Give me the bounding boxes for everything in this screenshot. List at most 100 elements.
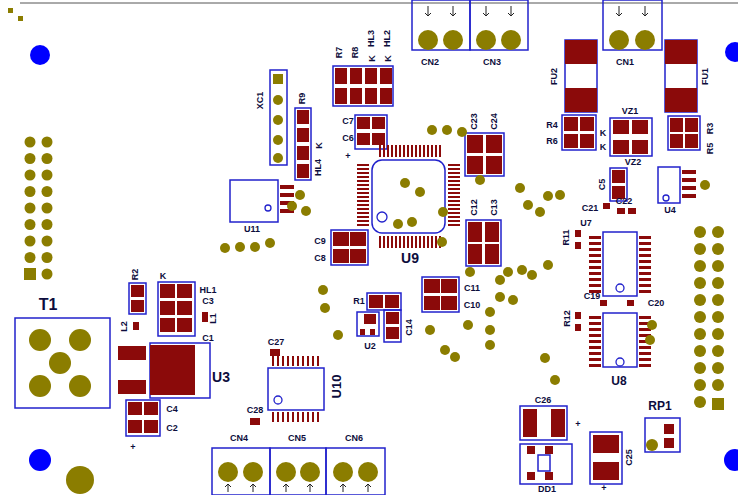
part-label: U9 [401,251,419,265]
copper-pad [297,146,309,160]
component-outline [333,66,393,106]
component-outline-group [15,0,700,495]
part-label: C14 [404,319,413,336]
part-label: L1 [208,313,217,324]
board-edge-group [20,3,738,4]
copper-pad [365,88,377,104]
copper-pad [685,118,698,132]
olive-pad [320,303,330,313]
copper-pad [589,242,601,245]
copper-pad [589,236,601,239]
copper-pad [297,412,299,422]
copper-pad [357,180,369,182]
olive-pad [475,175,485,185]
copper-pad [411,236,413,248]
part-label: VZ2 [625,158,642,167]
copper-pad [589,260,601,263]
copper-pad [357,172,369,174]
copper-pad [407,236,409,248]
copper-pad [639,316,651,319]
olive-pad [29,375,51,397]
copper-pad [424,296,440,310]
copper-pad [423,145,425,157]
part-label: FU2 [550,67,559,84]
olive-pad [69,375,91,397]
copper-pad [431,145,433,157]
copper-pad [593,462,619,480]
component-outline [212,448,270,495]
copper-pad [177,318,192,332]
olive-pad [463,320,473,330]
copper-pad [485,244,499,264]
copper-pad [435,145,437,157]
copper-pad [575,242,581,249]
copper-pad [131,300,144,312]
copper-pad [589,272,601,275]
olive-pad [712,294,724,306]
copper-pad [448,224,460,226]
copper-pad [682,194,696,198]
part-label: C20 [648,299,665,308]
olive-pad [609,30,629,50]
copper-pad [575,312,581,319]
olive-pad [273,135,283,145]
olive-pad [438,207,448,217]
pin1-marker [616,358,624,366]
copper-pad [600,300,607,306]
copper-pad [427,236,429,248]
olive-pad [273,153,283,163]
mounting-hole [30,45,50,65]
part-label: R11 [561,229,570,245]
copper-pad [589,334,601,337]
olive-pad [694,260,706,272]
copper-pad [639,260,651,263]
part-label: C9 [314,237,326,246]
copper-pad [632,140,648,154]
part-label: C11 [464,284,480,293]
olive-pad [300,462,320,482]
copper-pad [385,295,399,308]
pin1-marker [274,396,282,404]
olive-pad [400,178,410,188]
olive-pad [42,219,53,230]
olive-pad [550,375,560,385]
olive-pad [25,186,36,197]
olive-pad [418,30,438,50]
olive-pad [443,30,463,50]
copper-pad [564,134,578,148]
olive-pad [635,30,655,50]
copper-pad [593,435,619,453]
olive-pad [442,125,452,135]
component-outline [603,0,662,50]
olive-pad [25,219,36,230]
part-label: C6 [342,134,354,143]
copper-pad [292,412,294,422]
part-label: R12 [562,310,571,327]
part-label: U7 [580,219,592,228]
part-label: C5 [598,178,607,190]
part-label: R3 [706,122,715,134]
copper-pad [297,356,299,366]
square-pad [712,398,724,410]
mounting-hole-group [29,42,738,471]
copper-pad [632,120,648,134]
component-outline [562,115,596,150]
olive-pad [555,190,565,200]
copper-pad [551,409,565,437]
copper-pad [391,236,393,248]
olive-pad [66,466,94,494]
copper-pad [639,254,651,257]
olive-pad [712,243,724,255]
part-label: R9 [298,92,307,104]
component-outline [357,312,379,336]
part-label: C7 [342,117,354,126]
copper-pad [448,192,460,194]
copper-pad [372,133,385,145]
olive-pad [276,462,296,482]
olive-pad [301,206,311,216]
part-label: RP1 [648,400,671,412]
part-label: C23 [469,113,478,130]
copper-pad [317,412,319,422]
copper-pad [302,356,304,366]
part-label: CN5 [288,434,306,443]
